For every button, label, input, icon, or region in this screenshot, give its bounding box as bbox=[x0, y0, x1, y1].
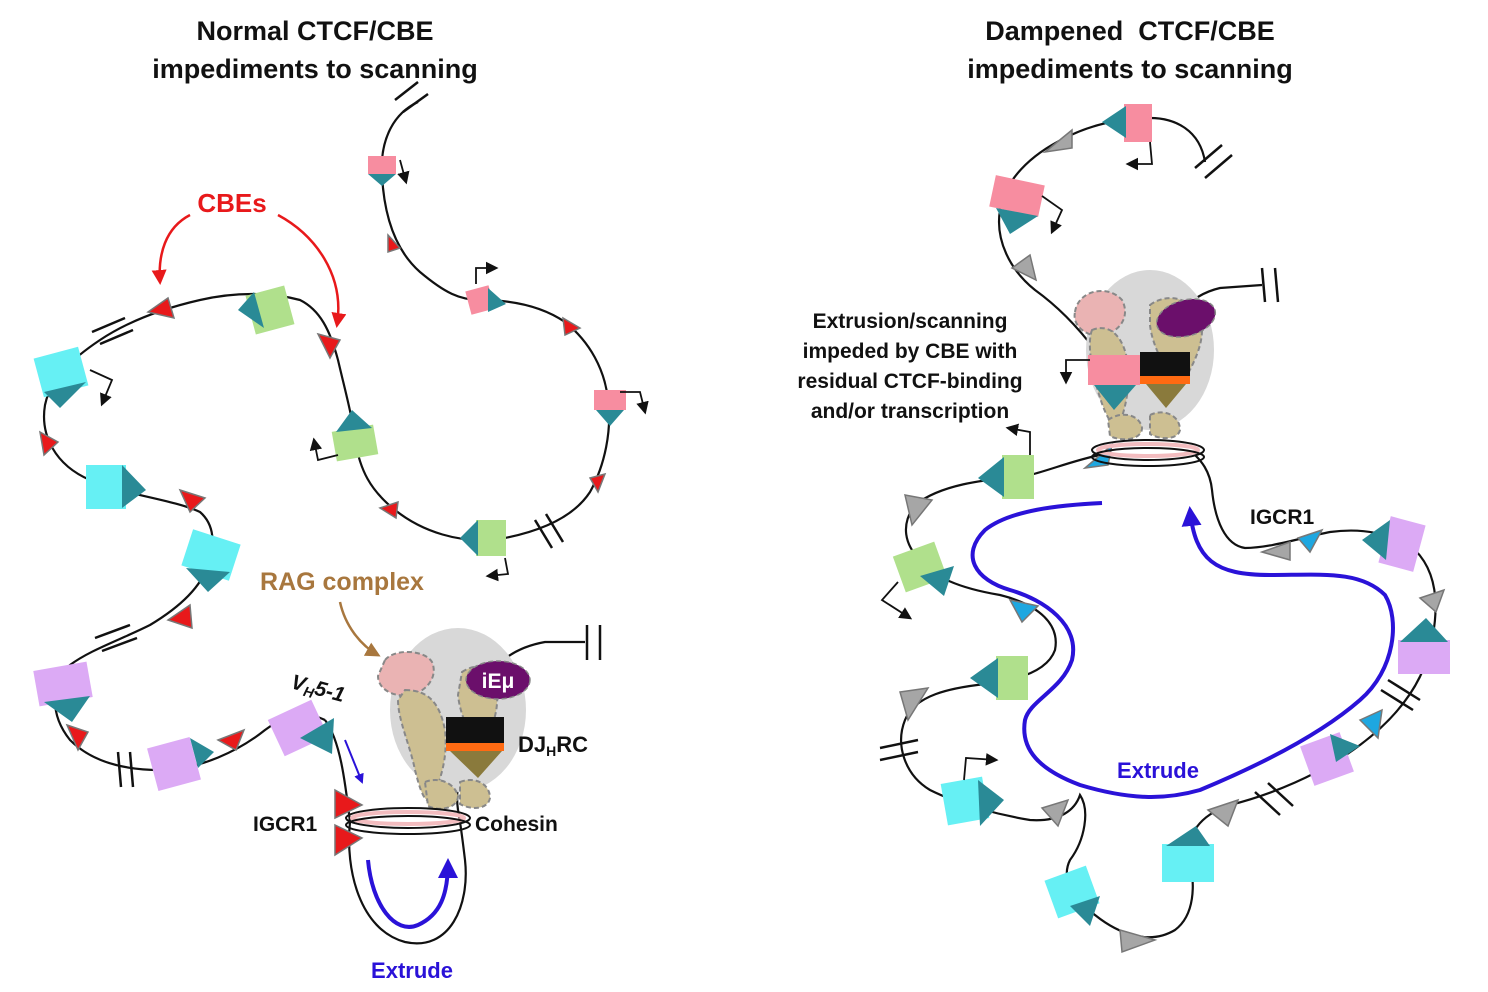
left-panel-title: Normal CTCF/CBE impediments to scanning bbox=[90, 12, 540, 88]
djhrc-label-tail: RC bbox=[556, 732, 588, 757]
rag-arrow bbox=[338, 601, 381, 657]
left-iemu-label: iEμ bbox=[482, 670, 515, 693]
left-gene-cyan-2 bbox=[86, 465, 146, 509]
left-gene-lilac-1 bbox=[33, 661, 93, 722]
extrusion-impeded-note: Extrusion/scanning impeded by CBE with r… bbox=[760, 307, 1060, 427]
left-title-line2: impediments to scanning bbox=[152, 54, 478, 84]
djhrc-label-sub: H bbox=[546, 743, 556, 759]
left-iemu-ellipse bbox=[465, 660, 531, 700]
right-gene-green-3 bbox=[970, 656, 1028, 700]
left-gene-vh5-1 bbox=[267, 699, 334, 757]
right-gene-cyan-1 bbox=[940, 776, 1004, 826]
left-title-line1: Normal CTCF/CBE bbox=[196, 16, 434, 46]
right-rag-complex bbox=[1073, 270, 1217, 441]
djhrc-label-main: DJ bbox=[518, 732, 546, 757]
left-transcription-arrows bbox=[89, 159, 649, 582]
left-gene-cyan-1 bbox=[33, 346, 89, 408]
left-gene-pink-1 bbox=[368, 156, 396, 186]
right-cbe-gray-triangles bbox=[899, 128, 1446, 954]
cbes-arrow-right bbox=[277, 213, 347, 328]
left-extrude-label: Extrude bbox=[371, 958, 453, 983]
right-transcription-arrows bbox=[880, 141, 1153, 781]
right-chromatin-top-loop bbox=[997, 116, 1207, 351]
left-gene-green-2 bbox=[331, 410, 379, 462]
right-break-marks bbox=[879, 144, 1421, 816]
right-title-line1: Dampened CTCF/CBE bbox=[985, 16, 1275, 46]
left-rag-complex bbox=[376, 628, 531, 810]
left-cohesin-ring bbox=[345, 807, 471, 835]
cohesin-label: Cohesin bbox=[475, 813, 558, 836]
right-gene-pink-1 bbox=[1102, 104, 1152, 142]
left-djh-segment bbox=[446, 717, 504, 743]
right-djh-segment bbox=[1140, 352, 1190, 376]
note-line-1: Extrusion/scanning bbox=[812, 310, 1008, 333]
right-impeded-arrow bbox=[1059, 359, 1090, 385]
right-gene-cyan-2 bbox=[1044, 865, 1100, 926]
note-line-4: and/or transcription bbox=[810, 400, 1010, 423]
right-gene-green-1 bbox=[978, 455, 1034, 499]
vh5-1-label-tail: 5-1 bbox=[312, 677, 347, 707]
right-cbe-blue-triangles bbox=[1008, 443, 1383, 740]
left-extrude-arrow bbox=[366, 858, 458, 929]
left-extrusion-loop bbox=[348, 809, 467, 945]
rag-complex-label: RAG complex bbox=[260, 568, 424, 596]
right-gene-lilac-2 bbox=[1398, 618, 1450, 674]
djhrc-label: DJHRC bbox=[518, 732, 588, 759]
note-line-2: impeded by CBE with bbox=[802, 340, 1018, 363]
cbes-arrow-left bbox=[151, 213, 191, 285]
vh5-1-label: VH5-1 bbox=[288, 671, 347, 709]
right-panel-title: Dampened CTCF/CBE impediments to scannin… bbox=[900, 12, 1360, 88]
right-title-line2: impediments to scanning bbox=[967, 54, 1293, 84]
right-extrude-arrow bbox=[970, 501, 1395, 799]
note-line-3: residual CTCF-binding bbox=[797, 370, 1023, 393]
right-gene-lilac-3 bbox=[1300, 732, 1360, 786]
right-gene-cyan-3 bbox=[1162, 826, 1214, 882]
left-gene-pink-2 bbox=[465, 285, 506, 315]
right-igcr1-label: IGCR1 bbox=[1250, 506, 1315, 529]
left-gene-green-1 bbox=[238, 285, 295, 335]
right-gene-pink-2 bbox=[989, 175, 1045, 234]
right-gene-green-2 bbox=[892, 541, 954, 596]
left-gene-lilac-2 bbox=[147, 737, 214, 791]
right-gene-lilac-1 bbox=[1362, 516, 1426, 572]
right-cohesin-ring bbox=[1091, 439, 1205, 467]
left-cbe-red-triangles bbox=[38, 233, 607, 857]
left-gene-cyan-3 bbox=[181, 529, 241, 592]
left-gene-green-3 bbox=[460, 520, 506, 556]
left-gene-pink-3 bbox=[594, 390, 626, 426]
left-igcr1-label: IGCR1 bbox=[253, 813, 318, 836]
right-iemu-ellipse bbox=[1155, 298, 1217, 338]
right-extrude-label: Extrude bbox=[1117, 758, 1199, 783]
left-vh-arrow bbox=[344, 739, 364, 784]
left-break-marks bbox=[91, 81, 602, 788]
cbes-label: CBEs bbox=[197, 188, 266, 218]
